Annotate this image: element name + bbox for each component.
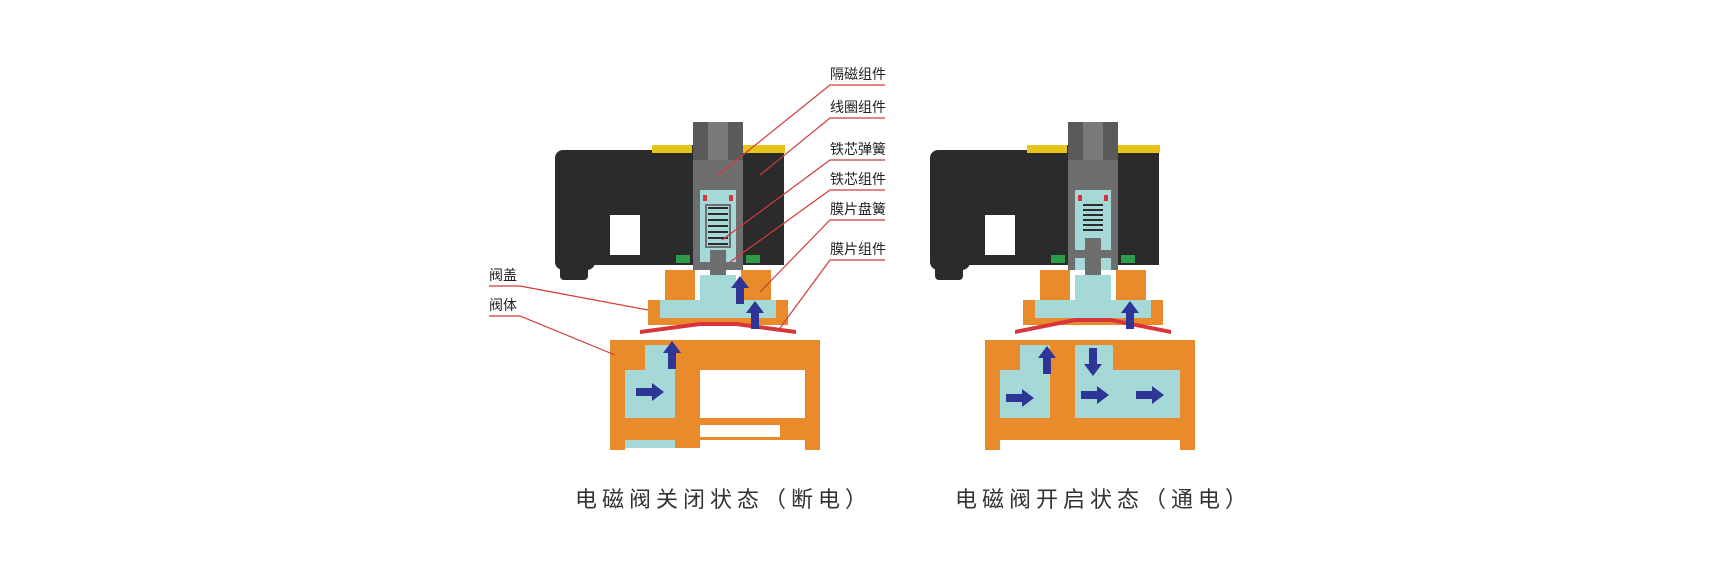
seal-left [676, 255, 690, 263]
bonnet [1023, 270, 1163, 325]
caption-open: 电磁阀开启状态（通电） [955, 488, 1253, 513]
open-valve [930, 122, 1195, 450]
seal-right [1121, 255, 1135, 263]
caption-closed: 电磁阀关闭状态（断电） [575, 488, 873, 513]
label-isolation-assembly: 隔磁组件 [830, 67, 886, 83]
core-spring [1083, 204, 1103, 231]
part-labels: 隔磁组件 线圈组件 铁芯弹簧 铁芯组件 膜片盘簧 膜片组件 阀盖 阀体 [489, 67, 886, 314]
label-bonnet: 阀盖 [489, 268, 517, 284]
closed-valve [555, 122, 820, 450]
label-diaphragm-spring: 膜片盘簧 [830, 201, 886, 218]
label-core-assembly: 铁芯组件 [830, 172, 886, 188]
label-diaphragm-assembly: 膜片组件 [830, 242, 886, 258]
label-coil-assembly: 线圈组件 [830, 100, 886, 116]
seal-right [746, 255, 760, 263]
bonnet [648, 270, 788, 325]
valve-body [610, 340, 820, 450]
label-valve-body: 阀体 [489, 298, 517, 314]
seal-left [1051, 255, 1065, 263]
core-spring [708, 207, 728, 245]
label-core-spring: 铁芯弹簧 [830, 142, 886, 158]
leader-lines [489, 84, 885, 356]
